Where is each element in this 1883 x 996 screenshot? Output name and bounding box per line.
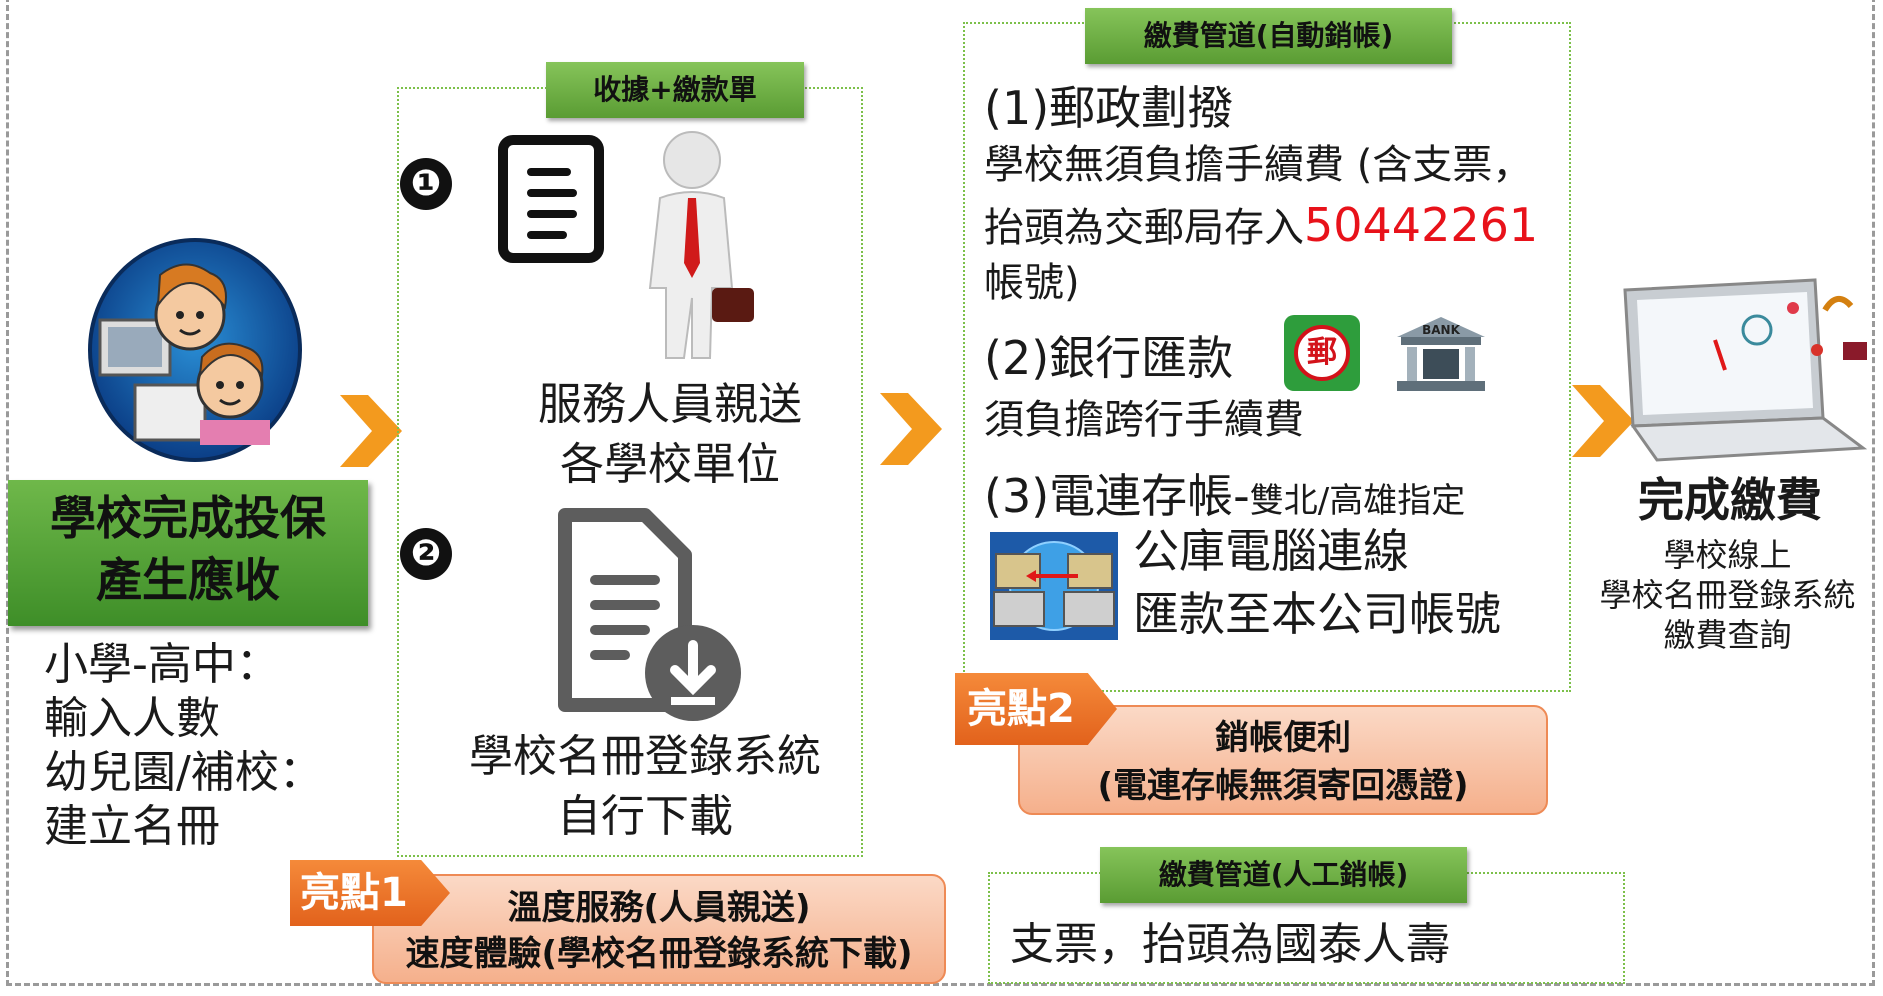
complete-line3: 繳費查詢: [1663, 616, 1792, 654]
school-kids-computer-icon: [88, 238, 302, 462]
highlight2-box: 銷帳便利 (電連存帳無須寄回憑證): [1018, 705, 1548, 815]
step1-title-box: 學校完成投保 產生應收: [8, 480, 368, 626]
step2-header: 收據+繳款單: [546, 62, 804, 118]
highlight1-box: 溫度服務(人員親送) 速度體驗(學校名冊登錄系統下載): [372, 874, 946, 984]
laptop-icon: [1623, 278, 1868, 462]
wire-line2: 匯款至本公司帳號: [1133, 587, 1501, 641]
postal-line2-text: 抬頭為交郵局存入: [984, 205, 1304, 251]
postal-line3: 帳號): [984, 260, 1080, 306]
delivery-line1: 服務人員親送: [538, 379, 802, 430]
bank-building-icon: BANK: [1397, 317, 1485, 391]
businessman-icon: [648, 131, 754, 359]
complete-title: 完成繳費: [1638, 473, 1822, 527]
delivery-line2: 各學校單位: [560, 439, 780, 490]
download-line2: 自行下載: [557, 791, 733, 842]
postal-account-number: 50442261: [1304, 198, 1539, 252]
chevron-right-icon: [880, 393, 942, 465]
step1-desc-1: 小學-高中：: [44, 639, 280, 690]
post-office-icon: 郵: [1284, 315, 1360, 391]
computer-network-icon: [990, 532, 1118, 640]
number-1-badge: ❶: [400, 158, 452, 210]
highlight1-line1: 溫度服務(人員親送): [507, 888, 811, 928]
post-office-glyph: 郵: [1294, 325, 1350, 381]
step3-header: 繳費管道(自動銷帳): [1085, 8, 1452, 64]
wire-title-sub: 雙北/高雄指定: [1249, 481, 1466, 521]
highlight1-badge: 亮點1: [290, 860, 450, 926]
wire-title: (3)電連存帳-雙北/高雄指定: [984, 468, 1465, 524]
complete-line1: 學校線上: [1663, 536, 1792, 574]
bank-desc: 須負擔跨行手續費: [984, 397, 1304, 443]
wire-line1: 公庫電腦連線: [1133, 524, 1409, 578]
step1-title-line2: 產生應收: [96, 553, 280, 607]
bank-icon-text: BANK: [1422, 323, 1460, 337]
postal-line2: 抬頭為交郵局存入50442261: [984, 200, 1538, 253]
chevron-right-icon: [340, 395, 402, 467]
chevron-right-icon: [1572, 385, 1634, 457]
highlight1-line2: 速度體驗(學校名冊登錄系統下載): [405, 934, 913, 974]
step1-title-line1: 學校完成投保: [50, 491, 326, 545]
highlight2-line1: 銷帳便利: [1215, 718, 1351, 758]
document-download-icon: [558, 508, 741, 721]
diagram-frame: [6, 0, 1875, 986]
postal-line1: 學校無須負擔手續費 (含支票，: [984, 142, 1533, 188]
document-list-icon: [498, 135, 604, 263]
manual-text: 支票，抬頭為國泰人壽: [1010, 919, 1450, 970]
complete-line2: 學校名冊登錄系統: [1599, 576, 1856, 614]
download-line1: 學校名冊登錄系統: [469, 731, 821, 782]
highlight2-badge: 亮點2: [955, 673, 1117, 745]
step1-desc-3: 幼兒園/補校：: [44, 747, 323, 798]
step1-desc-2: 輸入人數: [44, 693, 220, 744]
step1-desc-4: 建立名冊: [44, 801, 220, 852]
postal-title: (1)郵政劃撥: [984, 81, 1234, 135]
wire-title-main: (3)電連存帳-: [984, 469, 1250, 523]
highlight2-line2: (電連存帳無須寄回憑證): [1097, 766, 1469, 806]
bank-title: (2)銀行匯款: [984, 331, 1234, 385]
number-2-badge: ❷: [400, 528, 452, 580]
manual-header: 繳費管道(人工銷帳): [1100, 847, 1467, 903]
